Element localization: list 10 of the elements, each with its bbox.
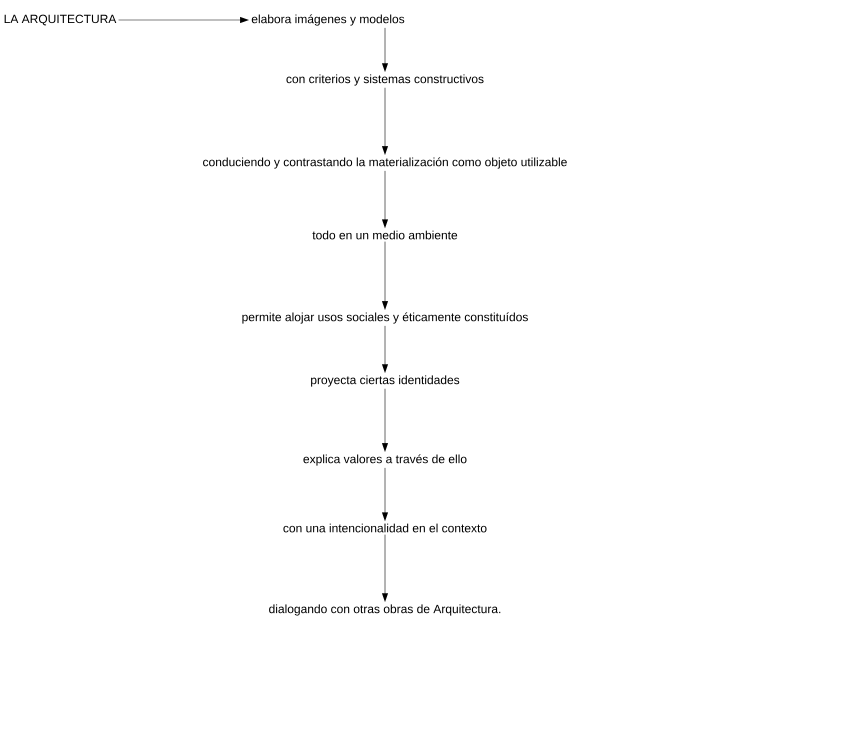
text-label: conduciendo y contrastando la materialización como objeto utilizable	[203, 157, 567, 169]
text-label: con una intencionalidad en el contexto	[283, 524, 487, 532]
text-label: dialogando con otras obras de Arquitectura.	[269, 604, 500, 616]
text-label: con criterios y sistemas constructivos	[286, 74, 484, 86]
text-label: elabora imágenes y modelos	[252, 14, 404, 26]
text-label: todo en un medio ambiente	[312, 230, 458, 240]
text-label: proyecta ciertas identidades	[311, 375, 460, 387]
text-label: LA ARQUITECTURA	[4, 14, 116, 26]
text-label: permite alojar usos sociales y éticamente constituídos	[242, 312, 528, 324]
text-label: explica valores a través de ello	[303, 454, 466, 466]
